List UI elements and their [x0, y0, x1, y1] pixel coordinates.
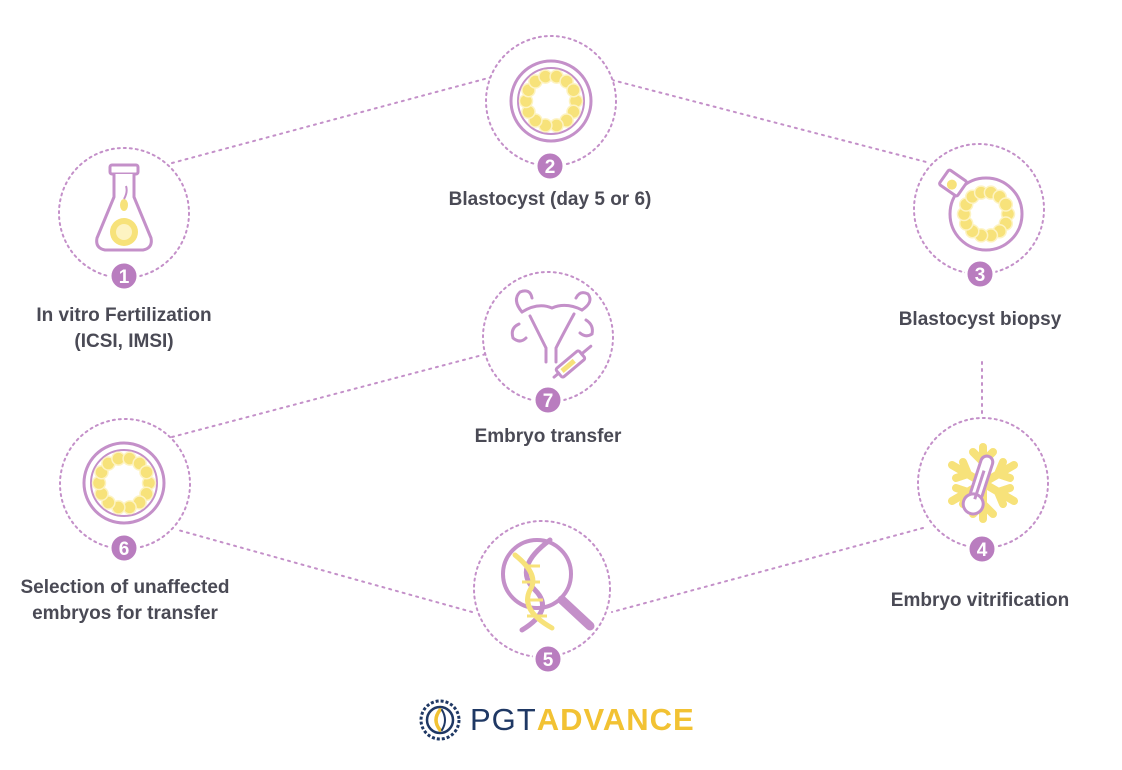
pgt-advance-emblem-icon: [419, 699, 461, 741]
step-2-label: Blastocyst (day 5 or 6): [430, 187, 670, 213]
snowflake-thermometer-icon: [948, 443, 1018, 523]
step-2: 2: [485, 35, 617, 182]
step-3-badge: [964, 258, 996, 290]
step-1-number: 1: [119, 267, 130, 288]
step-3-number: 3: [975, 265, 986, 286]
connector-5-6: [177, 529, 473, 613]
dna-magnifier-icon: [501, 537, 595, 633]
cell: [139, 464, 154, 480]
blastocyst-icon: [509, 59, 593, 143]
step-2-badge: [534, 150, 566, 182]
connector-1-2: [171, 76, 493, 164]
step-1: 1: [58, 147, 190, 292]
step-7-label: Embryo transfer: [458, 424, 638, 450]
step-7-ring: [482, 271, 614, 403]
step-7-number: 7: [543, 391, 554, 412]
cell: [998, 197, 1014, 212]
connector-6-7: [171, 352, 491, 438]
blastocyst-icon: [82, 441, 166, 525]
step-5-badge: [532, 643, 564, 675]
step-6-label-line-1: Selection of unaffected: [20, 577, 230, 598]
step-6-badge: [108, 532, 140, 564]
logo-text-advance: ADVANCE: [536, 702, 695, 737]
pgt-advance-logo: PGTADVANCE: [418, 697, 695, 743]
step-1-badge: [108, 260, 140, 292]
step-7: 7: [482, 271, 614, 416]
step-6-label: Selection of unaffected embryos for tran…: [10, 575, 240, 627]
connector-lines: [171, 76, 983, 613]
connector-4-5: [611, 527, 924, 613]
step-2-label-line-1: Blastocyst (day 5 or 6): [448, 189, 652, 210]
uterus-syringe-icon: [510, 289, 594, 379]
biopsy-icon: [938, 168, 1024, 252]
step-6-label-line-2: embryos for transfer: [32, 603, 218, 624]
step-2-number: 2: [545, 157, 556, 178]
step-7-badge: [532, 384, 564, 416]
logo-text-pgt: PGT: [470, 702, 537, 737]
step-1-label: In vitro Fertilization (ICSI, IMSI): [22, 303, 226, 355]
step-3-label-line-1: Blastocyst biopsy: [898, 309, 1062, 330]
step-7-label-line-1: Embryo transfer: [474, 426, 622, 447]
step-6-number: 6: [119, 539, 130, 560]
step-4-label: Embryo vitrification: [870, 588, 1090, 614]
step-4-number: 4: [977, 540, 988, 561]
step-6: 6: [59, 418, 191, 564]
step-1-label-line-2: (ICSI, IMSI): [74, 331, 174, 352]
step-4-badge: [966, 533, 998, 565]
flask-icon: [95, 163, 153, 252]
step-4-label-line-1: Embryo vitrification: [890, 590, 1070, 611]
step-4: 4: [917, 417, 1049, 565]
step-3: 3: [913, 143, 1045, 290]
step-5: 5: [473, 520, 611, 675]
step-3-label: Blastocyst biopsy: [880, 307, 1080, 333]
step-5-number: 5: [543, 650, 554, 671]
step-1-label-line-1: In vitro Fertilization: [36, 305, 212, 326]
cell: [566, 82, 581, 98]
connector-2-3: [611, 79, 931, 164]
